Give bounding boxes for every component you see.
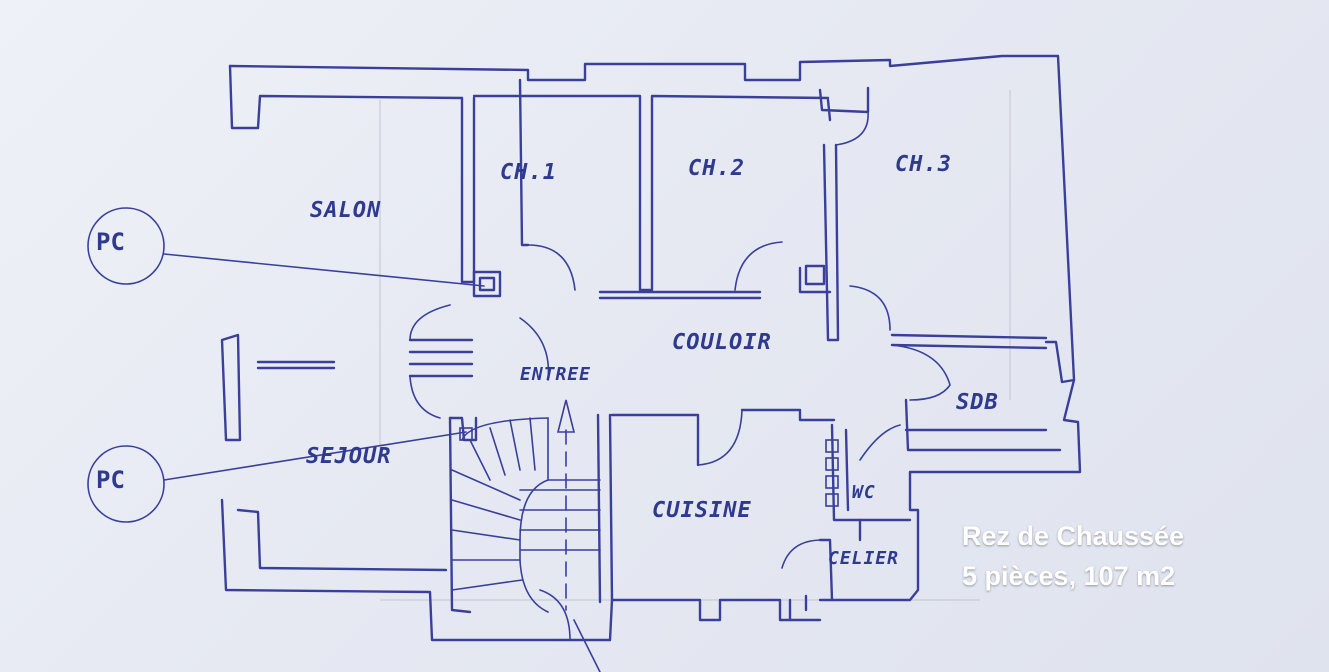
room-label-salon: SALON: [310, 198, 382, 223]
pc-outlet-markers: [87, 207, 485, 523]
room-label-celier: CELIER: [828, 548, 900, 569]
wc-cabinets: [825, 439, 839, 507]
pc-outlet-label: PC: [96, 466, 125, 494]
room-label-ch1: CH.1: [500, 160, 557, 185]
room-label-ch3: CH.3: [895, 152, 952, 177]
caption-details: 5 pièces, 107 m2: [962, 561, 1176, 591]
room-label-wc: WC: [852, 482, 876, 503]
entry-arrow: [556, 399, 601, 672]
room-label-sejour: SEJOUR: [306, 444, 392, 469]
room-label-cuisine: CUISINE: [652, 498, 752, 523]
caption-title: Rez de Chaussée: [962, 521, 1185, 551]
room-label-sdb: SDB: [956, 390, 999, 415]
door-swings: [409, 111, 951, 641]
pc-outlet-label: PC: [96, 228, 125, 256]
room-label-couloir: COULOIR: [672, 330, 772, 355]
room-label-ch2: CH.2: [688, 156, 745, 181]
room-label-entree: ENTREE: [520, 364, 592, 385]
outer-walls: [220, 54, 1082, 642]
staircase: [448, 416, 601, 614]
plan-caption: Rez de Chaussée 5 pièces, 107 m2: [962, 516, 1184, 596]
